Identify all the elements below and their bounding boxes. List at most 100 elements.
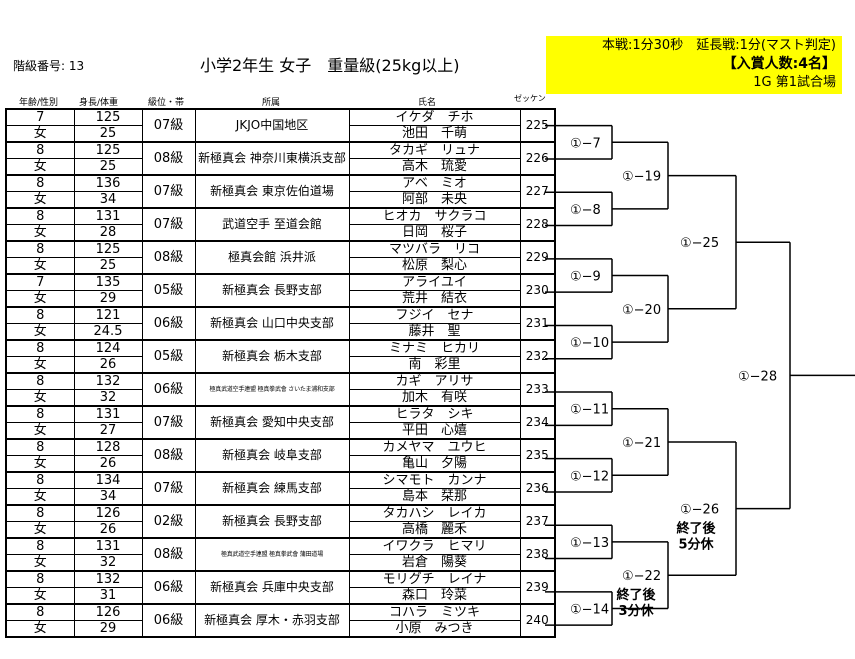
entry-name-kana: タカギ リュナ bbox=[348, 141, 521, 159]
col-header-age-sex: 年齢/性別 bbox=[19, 98, 59, 108]
entry-bib: 239 bbox=[519, 570, 556, 605]
entry-grade: 02級 bbox=[141, 504, 196, 539]
entry-bib: 236 bbox=[519, 471, 556, 506]
entry-grade: 08級 bbox=[141, 240, 196, 275]
match-label: ①−13 bbox=[570, 536, 609, 551]
entry-weight: 26 bbox=[73, 521, 143, 539]
col-header-name: 氏名 bbox=[418, 98, 437, 108]
division-label: 階級番号: bbox=[13, 59, 66, 73]
entry-bib: 235 bbox=[519, 438, 556, 473]
match-label: ①−10 bbox=[570, 336, 609, 351]
match-label: ①−7 bbox=[570, 136, 601, 151]
entry-bib: 240 bbox=[519, 603, 556, 638]
entry-club: 武道空手 至道会館 bbox=[194, 207, 350, 242]
entry-club: 新極真会 神奈川東横浜支部 bbox=[194, 141, 350, 176]
entry-sex: 女 bbox=[5, 620, 75, 638]
entry-bib: 230 bbox=[519, 273, 556, 308]
match-info-box: 本戦:1分30秒 延長戦:1分(マスト判定) 【入賞人数:4名】 1G 第1試合… bbox=[546, 36, 842, 94]
entry-club: 新極真会 愛知中央支部 bbox=[194, 405, 350, 440]
match-label: ①−11 bbox=[570, 403, 609, 418]
entry-club: 新極真会 東京佐伯道場 bbox=[194, 174, 350, 209]
entry-bib: 231 bbox=[519, 306, 556, 341]
entry-club: 極真武道空手連盟 極真拳武會 蒲田道場 bbox=[194, 537, 350, 572]
entry-bib: 232 bbox=[519, 339, 556, 374]
court-info: 1G 第1試合場 bbox=[753, 75, 836, 90]
entry-bib: 237 bbox=[519, 504, 556, 539]
entry-grade: 06級 bbox=[141, 372, 196, 407]
entry-weight: 29 bbox=[73, 620, 143, 638]
entry-name-kana: イケダ チホ bbox=[348, 108, 521, 126]
entry-grade: 08級 bbox=[141, 537, 196, 572]
match-label: ①−20 bbox=[622, 303, 661, 318]
entry-bib: 233 bbox=[519, 372, 556, 407]
entry-name-kanji: 池田 千萌 bbox=[348, 125, 521, 143]
entry-height: 125 bbox=[73, 108, 143, 126]
match-label: ①−21 bbox=[622, 436, 661, 451]
entry-club: 新極真会 山口中央支部 bbox=[194, 306, 350, 341]
entry-grade: 07級 bbox=[141, 174, 196, 209]
entry-grade: 07級 bbox=[141, 405, 196, 440]
entry-grade: 06級 bbox=[141, 603, 196, 638]
entry-bib: 238 bbox=[519, 537, 556, 572]
match-duration: 本戦:1分30秒 延長戦:1分(マスト判定) bbox=[602, 38, 836, 53]
entry-club: 極真会館 浜井派 bbox=[194, 240, 350, 275]
match-label: ①−28 bbox=[738, 369, 777, 384]
entry-name-kana: イワクラ ヒマリ bbox=[348, 537, 521, 555]
match-label: ①−19 bbox=[622, 170, 661, 185]
col-header-bib: ゼッケン bbox=[514, 94, 546, 103]
entry-height: 131 bbox=[73, 405, 143, 423]
entry-bib: 234 bbox=[519, 405, 556, 440]
entry-weight: 26 bbox=[73, 356, 143, 374]
entry-grade: 07級 bbox=[141, 108, 196, 143]
col-header-club: 所属 bbox=[262, 98, 281, 108]
entry-grade: 07級 bbox=[141, 207, 196, 242]
prize-count: 【入賞人数:4名】 bbox=[722, 56, 836, 72]
entry-club: 新極真会 長野支部 bbox=[194, 273, 350, 308]
entry-name-kana: ミナミ ヒカリ bbox=[348, 339, 521, 357]
entry-name-kanji: 小原 みつき bbox=[348, 620, 521, 638]
entry-club: 新極真会 練馬支部 bbox=[194, 471, 350, 506]
col-header-height-weight: 身長/体重 bbox=[79, 98, 119, 108]
entry-grade: 06級 bbox=[141, 570, 196, 605]
entry-club: 新極真会 厚木・赤羽支部 bbox=[194, 603, 350, 638]
entry-club: 新極真会 岐阜支部 bbox=[194, 438, 350, 473]
match-label: ①−26 bbox=[680, 503, 719, 518]
division-value: 13 bbox=[68, 59, 85, 73]
col-header-grade: 級位・帯 bbox=[148, 98, 185, 108]
entry-name-kanji: 島本 栞那 bbox=[348, 488, 521, 506]
entry-bib: 228 bbox=[519, 207, 556, 242]
page-title: 小学2年生 女子 重量級(25kg以上) bbox=[200, 56, 460, 75]
match-label: ①−22 bbox=[622, 569, 661, 584]
entry-grade: 06級 bbox=[141, 306, 196, 341]
entry-club: 新極真会 栃木支部 bbox=[194, 339, 350, 374]
entry-height: 121 bbox=[73, 306, 143, 324]
entry-club: JKJO中国地区 bbox=[194, 108, 350, 143]
entry-name-kana: ヒラタ シキ bbox=[348, 405, 521, 423]
entry-height: 131 bbox=[73, 537, 143, 555]
match-label: ①−14 bbox=[570, 603, 609, 618]
entry-club: 新極真会 兵庫中央支部 bbox=[194, 570, 350, 605]
